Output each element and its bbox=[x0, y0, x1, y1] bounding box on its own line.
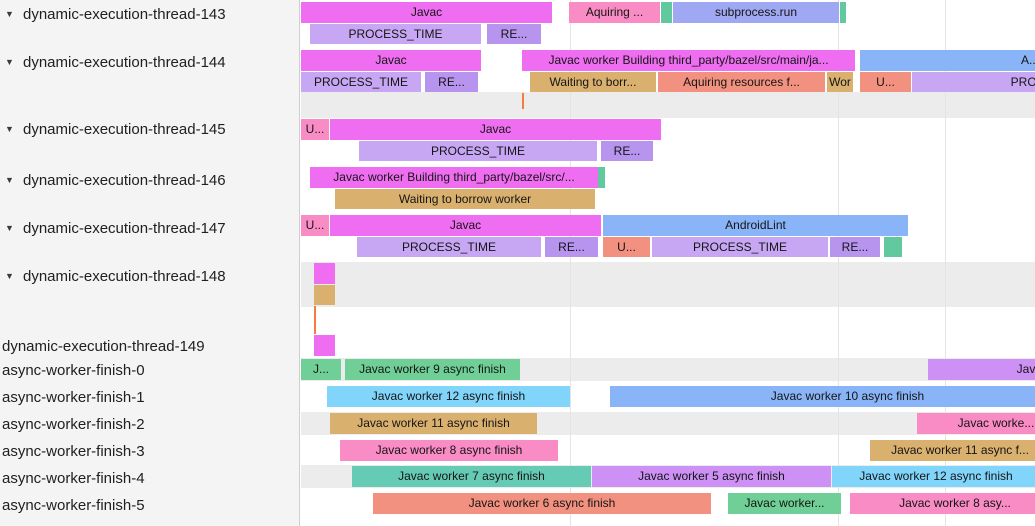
track-label-thread-143[interactable]: ▼ dynamic-execution-thread-143 bbox=[0, 3, 299, 25]
instant-event-tick[interactable] bbox=[522, 93, 524, 109]
timeline-slice[interactable]: RE... bbox=[830, 237, 880, 257]
timeline-slice[interactable]: PROCESS_TIME bbox=[357, 237, 541, 257]
timeline-slice[interactable]: Aquiring ... bbox=[569, 2, 660, 23]
timeline-slice[interactable]: RE... bbox=[545, 237, 598, 257]
timeline-slice[interactable]: U... bbox=[860, 72, 911, 92]
timeline-slice[interactable]: U... bbox=[603, 237, 650, 257]
track-label-thread-144[interactable]: ▼ dynamic-execution-thread-144 bbox=[0, 51, 299, 73]
timeline-slice[interactable]: Javac w... bbox=[928, 359, 1035, 380]
timeline-slice[interactable]: Javac worker 7 async finish bbox=[352, 466, 591, 487]
timeline-slice[interactable] bbox=[884, 237, 902, 257]
track-name: async-worker-finish-1 bbox=[2, 388, 145, 406]
timeline-slice[interactable]: Javac worker 11 async finish bbox=[330, 413, 537, 434]
timeline-slice[interactable]: PROCE... bbox=[912, 72, 1035, 92]
timeline-slice[interactable]: RE... bbox=[487, 24, 541, 44]
timeline-slice[interactable]: Javac worker 8 asy... bbox=[850, 493, 1035, 514]
track-name: dynamic-execution-thread-148 bbox=[23, 267, 226, 285]
track-name: dynamic-execution-thread-143 bbox=[23, 5, 226, 23]
timeline-slice[interactable]: Javac worker Building third_party/bazel/… bbox=[310, 167, 598, 188]
timeline-slice[interactable]: J... bbox=[301, 359, 341, 380]
timeline-slice[interactable]: RE... bbox=[601, 141, 653, 161]
instant-event-tick[interactable] bbox=[314, 306, 316, 334]
timeline-slice[interactable]: Javac bbox=[330, 119, 661, 140]
timeline-slice[interactable]: AndroidLint bbox=[603, 215, 908, 236]
track-name: dynamic-execution-thread-147 bbox=[23, 219, 226, 237]
timeline-slice[interactable] bbox=[314, 263, 335, 284]
collapse-triangle-icon[interactable]: ▼ bbox=[5, 124, 14, 134]
timeline-slice[interactable] bbox=[840, 2, 846, 23]
track-label-thread-146[interactable]: ▼ dynamic-execution-thread-146 bbox=[0, 169, 299, 191]
timeline-slice[interactable]: subprocess.run bbox=[673, 2, 839, 23]
track-name: async-worker-finish-4 bbox=[2, 469, 145, 487]
collapse-triangle-icon[interactable]: ▼ bbox=[5, 271, 14, 281]
timeline-slice[interactable]: PROCESS_TIME bbox=[310, 24, 481, 44]
timeline-slice[interactable]: Javac worke... bbox=[917, 413, 1035, 434]
timeline-slice[interactable]: Javac worker 5 async finish bbox=[592, 466, 831, 487]
timeline-slice[interactable]: Javac worker 8 async finish bbox=[340, 440, 558, 461]
track-name: async-worker-finish-3 bbox=[2, 442, 145, 460]
timeline-slice[interactable]: Wor bbox=[827, 72, 853, 92]
collapse-triangle-icon[interactable]: ▼ bbox=[5, 9, 14, 19]
timeline-slice[interactable]: Javac worker 12 async finish bbox=[327, 386, 570, 407]
timeline-slice[interactable]: PROCESS_TIME bbox=[359, 141, 597, 161]
timeline-slice[interactable]: Javac worker 6 async finish bbox=[373, 493, 711, 514]
track-name: dynamic-execution-thread-146 bbox=[23, 171, 226, 189]
track-label-async-worker-finish-4[interactable]: async-worker-finish-4 bbox=[0, 467, 299, 489]
collapse-triangle-icon[interactable]: ▼ bbox=[5, 223, 14, 233]
timeline-slice[interactable]: Javac worker 9 async finish bbox=[345, 359, 520, 380]
timeline-slice[interactable]: Javac worker Building third_party/bazel/… bbox=[522, 50, 855, 71]
row-background-stripe bbox=[301, 92, 1035, 118]
track-name: dynamic-execution-thread-145 bbox=[23, 120, 226, 138]
track-label-async-worker-finish-5[interactable]: async-worker-finish-5 bbox=[0, 494, 299, 516]
time-gridline bbox=[570, 0, 571, 526]
track-label-thread-145[interactable]: ▼ dynamic-execution-thread-145 bbox=[0, 118, 299, 140]
track-name: dynamic-execution-thread-149 bbox=[2, 337, 205, 355]
timeline-slice[interactable]: A... bbox=[860, 50, 1035, 71]
time-gridline bbox=[838, 0, 839, 526]
timeline-slice[interactable]: U... bbox=[301, 215, 329, 236]
track-label-thread-148[interactable]: ▼ dynamic-execution-thread-148 bbox=[0, 265, 299, 287]
row-background-stripe bbox=[301, 262, 1035, 307]
track-name: async-worker-finish-5 bbox=[2, 496, 145, 514]
timeline-slice[interactable]: Javac worker 12 async finish bbox=[832, 466, 1035, 487]
track-name: async-worker-finish-2 bbox=[2, 415, 145, 433]
timeline-slice[interactable] bbox=[598, 167, 605, 188]
timeline-slice[interactable]: Waiting to borrow worker bbox=[335, 189, 595, 209]
timeline-slice[interactable]: Javac bbox=[301, 50, 481, 71]
collapse-triangle-icon[interactable]: ▼ bbox=[5, 57, 14, 67]
timeline-slice[interactable]: U... bbox=[301, 119, 329, 140]
track-name: async-worker-finish-0 bbox=[2, 361, 145, 379]
track-label-async-worker-finish-3[interactable]: async-worker-finish-3 bbox=[0, 440, 299, 462]
track-label-async-worker-finish-2[interactable]: async-worker-finish-2 bbox=[0, 413, 299, 435]
timeline-slice[interactable]: Javac worker 11 async f... bbox=[870, 440, 1035, 461]
track-label-async-worker-finish-0[interactable]: async-worker-finish-0 bbox=[0, 359, 299, 381]
track-label-thread-147[interactable]: ▼ dynamic-execution-thread-147 bbox=[0, 217, 299, 239]
timeline-slice[interactable]: Javac bbox=[301, 2, 552, 23]
timeline-slice[interactable]: Aquiring resources f... bbox=[658, 72, 825, 92]
timeline-slice[interactable]: Javac worker... bbox=[728, 493, 841, 514]
timeline-slice[interactable] bbox=[314, 335, 335, 356]
timeline-slice[interactable] bbox=[661, 2, 672, 23]
timeline-slice[interactable]: RE... bbox=[425, 72, 478, 92]
timeline-slice[interactable]: Javac bbox=[330, 215, 601, 236]
timeline-slice[interactable]: Javac worker 10 async finish bbox=[610, 386, 1035, 407]
time-gridline bbox=[945, 0, 946, 526]
timeline-slice[interactable]: PROCESS_TIME bbox=[652, 237, 828, 257]
timeline-slice[interactable] bbox=[314, 285, 335, 305]
track-label-async-worker-finish-1[interactable]: async-worker-finish-1 bbox=[0, 386, 299, 408]
track-label-thread-149[interactable]: dynamic-execution-thread-149 bbox=[0, 335, 299, 357]
track-name: dynamic-execution-thread-144 bbox=[23, 53, 226, 71]
track-name-panel: ▼ dynamic-execution-thread-143 ▼ dynamic-e… bbox=[0, 0, 300, 526]
collapse-triangle-icon[interactable]: ▼ bbox=[5, 175, 14, 185]
timeline-slice[interactable]: Waiting to borr... bbox=[530, 72, 656, 92]
timeline-slice[interactable]: PROCESS_TIME bbox=[301, 72, 421, 92]
